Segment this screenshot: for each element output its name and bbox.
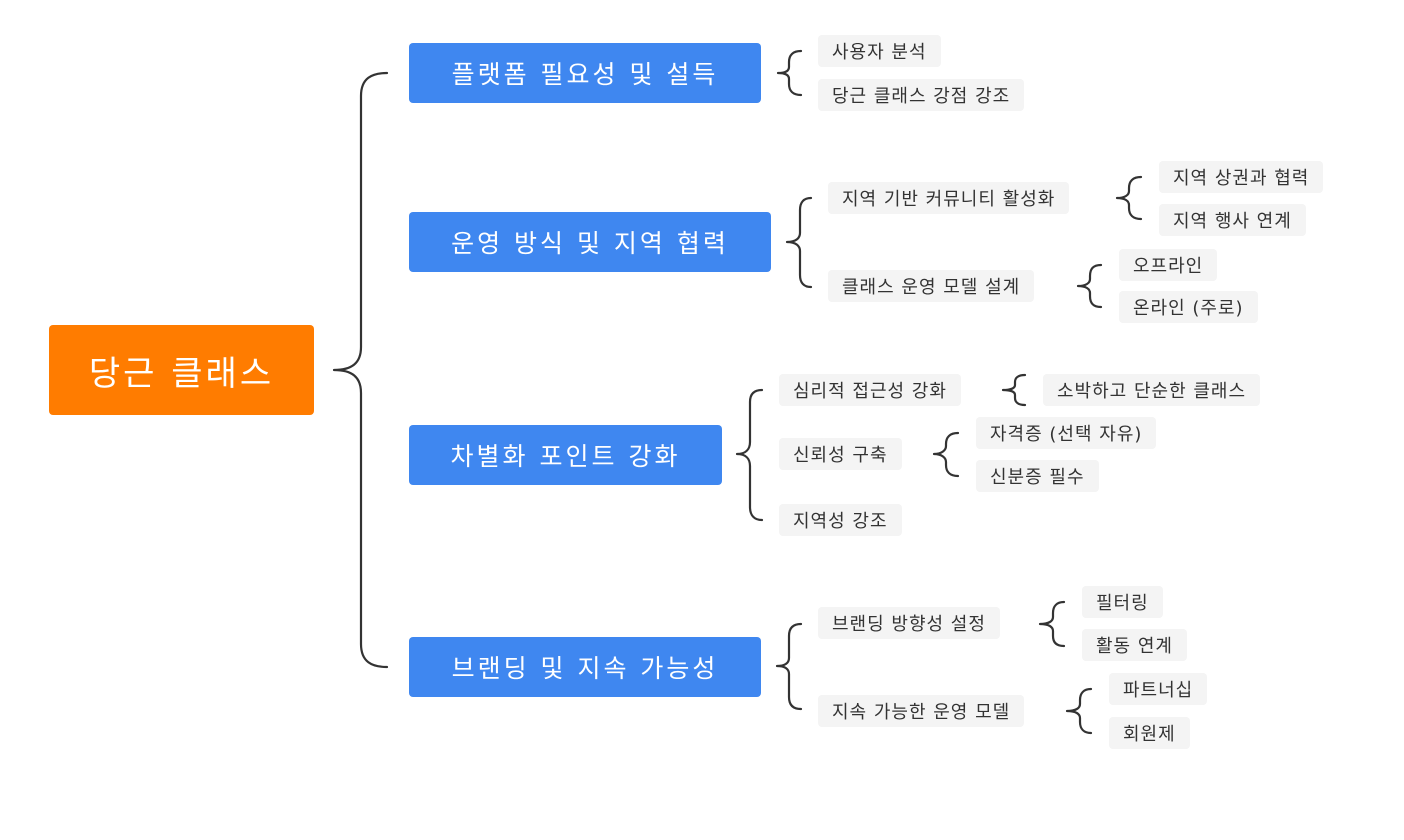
leaf-simple-classes[interactable]: 소박하고 단순한 클래스 xyxy=(1043,374,1261,406)
bracket-b1 xyxy=(776,49,803,97)
branch-branding-sustainability[interactable]: 브랜딩 및 지속 가능성 xyxy=(409,637,761,697)
branch-platform-necessity[interactable]: 플랫폼 필요성 및 설득 xyxy=(409,43,761,103)
branch-operation-cooperation[interactable]: 운영 방식 및 지역 협력 xyxy=(409,212,771,272)
bracket-b2-c2 xyxy=(1076,263,1103,309)
leaf-class-strengths[interactable]: 당근 클래스 강점 강조 xyxy=(818,79,1025,111)
leaf-membership[interactable]: 회원제 xyxy=(1109,717,1190,749)
bracket-b4-c1 xyxy=(1038,600,1066,648)
leaf-local-business[interactable]: 지역 상권과 협력 xyxy=(1159,161,1324,193)
leaf-activity-link[interactable]: 활동 연계 xyxy=(1082,629,1187,661)
leaf-branding-direction[interactable]: 브랜딩 방향성 설정 xyxy=(818,607,1000,639)
leaf-local-events[interactable]: 지역 행사 연계 xyxy=(1159,204,1306,236)
leaf-id-required[interactable]: 신분증 필수 xyxy=(976,460,1099,492)
leaf-partnership[interactable]: 파트너십 xyxy=(1109,673,1208,705)
leaf-psychological-access[interactable]: 심리적 접근성 강화 xyxy=(779,374,961,406)
bracket-b2-c1 xyxy=(1115,175,1143,221)
leaf-filtering[interactable]: 필터링 xyxy=(1082,586,1163,618)
leaf-local-community[interactable]: 지역 기반 커뮤니티 활성화 xyxy=(828,182,1070,214)
leaf-sustainable-model[interactable]: 지속 가능한 운영 모델 xyxy=(818,695,1025,727)
root-topic[interactable]: 당근 클래스 xyxy=(49,325,314,415)
branch-differentiation[interactable]: 차별화 포인트 강화 xyxy=(409,425,722,485)
bracket-b3-c2 xyxy=(932,431,960,478)
leaf-class-model[interactable]: 클래스 운영 모델 설계 xyxy=(828,270,1035,302)
bracket-b2 xyxy=(785,196,813,289)
bracket-root xyxy=(332,71,389,669)
bracket-b3-c1 xyxy=(1001,373,1027,407)
leaf-online[interactable]: 온라인 (주로) xyxy=(1119,291,1258,323)
bracket-b3 xyxy=(735,388,764,522)
leaf-certificate[interactable]: 자격증 (선택 자유) xyxy=(976,417,1157,449)
leaf-user-analysis[interactable]: 사용자 분석 xyxy=(818,35,941,67)
leaf-trust-building[interactable]: 신뢰성 구축 xyxy=(779,438,902,470)
leaf-offline[interactable]: 오프라인 xyxy=(1119,249,1218,281)
bracket-b4-c2 xyxy=(1065,687,1093,735)
leaf-locality[interactable]: 지역성 강조 xyxy=(779,504,902,536)
bracket-b4 xyxy=(775,622,803,711)
